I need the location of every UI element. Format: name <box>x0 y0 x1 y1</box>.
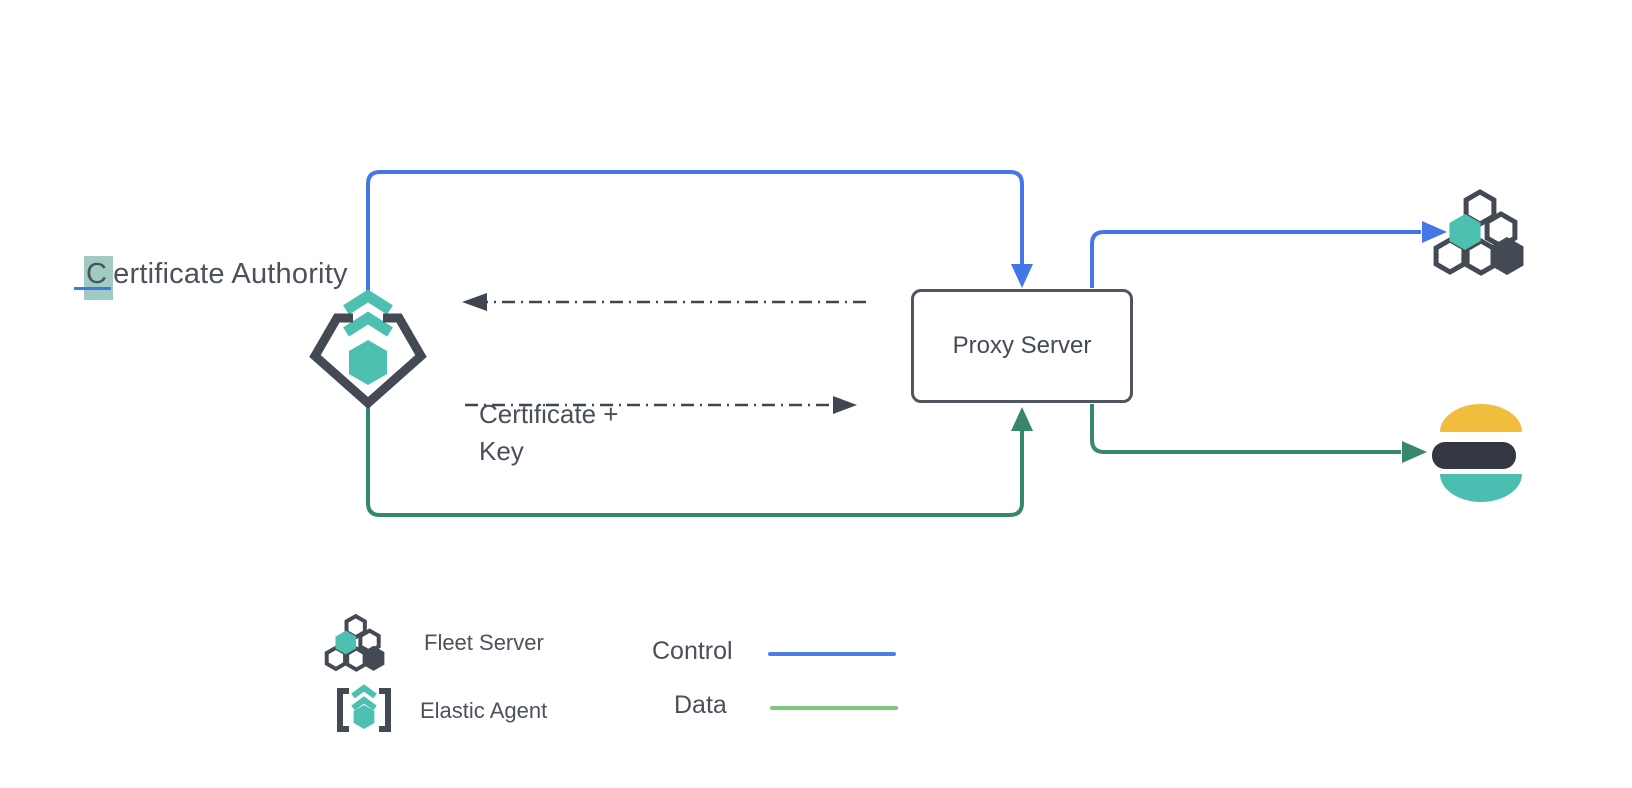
proxy-server-label: Proxy Server <box>952 332 1092 359</box>
arrowhead-right-icon <box>833 396 857 414</box>
elastic-agent-legend-icon <box>337 684 391 732</box>
elastic-agent-icon <box>309 290 427 410</box>
elasticsearch-middle-bar <box>1432 442 1516 469</box>
fleet-server-legend-icon <box>324 613 385 672</box>
legend-elastic-agent-label: Elastic Agent <box>420 698 548 723</box>
legend-fleet-server-label: Fleet Server <box>424 630 544 655</box>
selected-letter-highlight: C <box>84 256 114 300</box>
fleet-server-icon <box>1433 189 1524 276</box>
legend-control-line <box>768 652 896 656</box>
elasticsearch-icon <box>1432 404 1522 502</box>
elasticsearch-top-arc <box>1440 404 1522 432</box>
certificate-edge-to-proxy <box>465 396 857 414</box>
proxy-server-node: Proxy Server <box>911 289 1133 403</box>
elasticsearch-bottom-arc <box>1440 474 1522 502</box>
legend-control-label: Control <box>652 637 733 665</box>
arrowhead-right-icon <box>1422 221 1447 243</box>
certificate-authority-text: ertificate Authority <box>113 258 348 290</box>
certificate-edge-to-ca <box>462 293 866 311</box>
data-edge-agent-to-proxy <box>366 404 1033 517</box>
arrowhead-down-icon <box>1011 264 1033 288</box>
certificate-key-line1: Certificate + <box>479 399 619 429</box>
arrowhead-left-icon <box>462 293 487 311</box>
control-edge-proxy-to-fleet <box>1090 221 1447 288</box>
legend-data-label: Data <box>674 691 727 719</box>
certificate-key-label: Certificate + Key <box>479 396 618 470</box>
certificate-key-line2: Key <box>479 436 524 466</box>
data-edge-proxy-to-elasticsearch <box>1090 404 1427 463</box>
arrowhead-up-icon <box>1011 407 1033 431</box>
control-edge-agent-to-proxy <box>366 170 1033 294</box>
legend-data-line <box>770 706 898 710</box>
arrowhead-right-icon <box>1402 441 1427 463</box>
